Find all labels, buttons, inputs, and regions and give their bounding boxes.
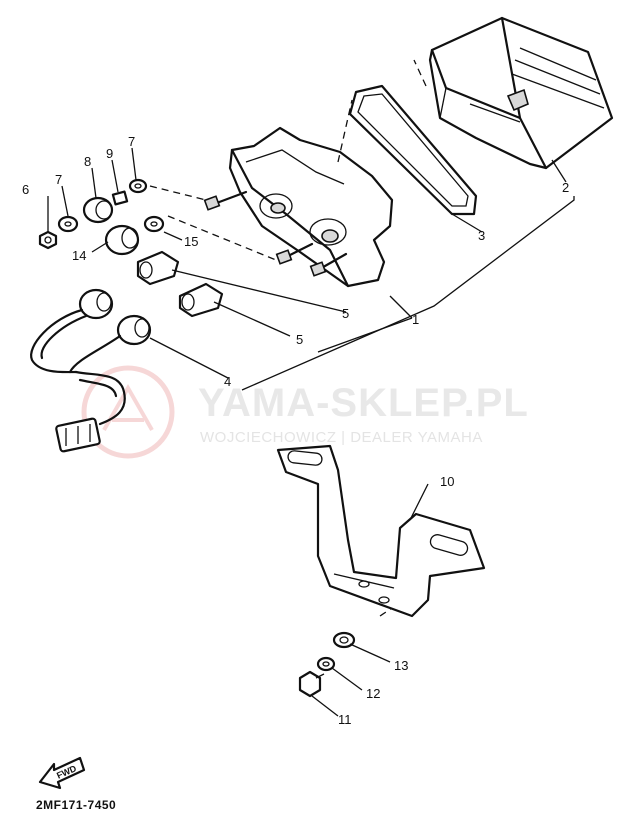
callout-7a: 7 [55, 172, 62, 187]
alignment-line-4 [413, 59, 427, 87]
part-bulb-5a [136, 250, 180, 286]
callout-8: 8 [84, 154, 91, 169]
part-gasket [348, 84, 478, 216]
part-washer-13 [332, 631, 356, 649]
diagram-code: 2MF171-7450 [36, 798, 117, 812]
callout-2: 2 [562, 180, 569, 195]
part-bolt-11 [298, 670, 325, 698]
callout-11: 11 [338, 712, 352, 727]
part-lockwasher-12 [316, 656, 336, 672]
callout-1: 1 [412, 312, 419, 327]
callout-13: 13 [394, 658, 408, 673]
part-bulb-5b [178, 282, 224, 318]
callout-15: 15 [184, 234, 198, 249]
watermark-title: YAMA-SKLEP.PL [198, 381, 529, 425]
part-washer-15 [143, 215, 165, 233]
alignment-line-1 [149, 185, 207, 201]
alignment-line-2 [167, 215, 277, 261]
part-socket-harness [30, 288, 152, 453]
callout-5a: 5 [342, 306, 349, 321]
callout-10: 10 [440, 474, 454, 489]
part-washer-7b [128, 178, 148, 194]
part-nut-6 [38, 230, 58, 250]
callout-4: 4 [224, 374, 231, 389]
alignment-line-3 [337, 99, 353, 163]
callout-3: 3 [478, 228, 485, 243]
front-arrow: FWD [38, 756, 86, 790]
part-lens-housing [428, 16, 614, 170]
watermark-logo [81, 365, 175, 459]
callout-7b: 7 [128, 134, 135, 149]
callout-6: 6 [22, 182, 29, 197]
part-base-body [203, 126, 394, 288]
part-grommet-14 [104, 224, 140, 256]
part-washer-7a [57, 215, 79, 233]
part-bracket [276, 444, 486, 618]
part-grommet-8 [82, 196, 114, 224]
callout-12: 12 [366, 686, 380, 701]
callout-14: 14 [72, 248, 86, 263]
callout-5b: 5 [296, 332, 303, 347]
part-collar-9 [111, 190, 129, 206]
watermark-subtitle: WOJCIECHOWICZ | DEALER YAMAHA [200, 429, 483, 446]
callout-9: 9 [106, 146, 113, 161]
leader-lines [47, 147, 575, 717]
